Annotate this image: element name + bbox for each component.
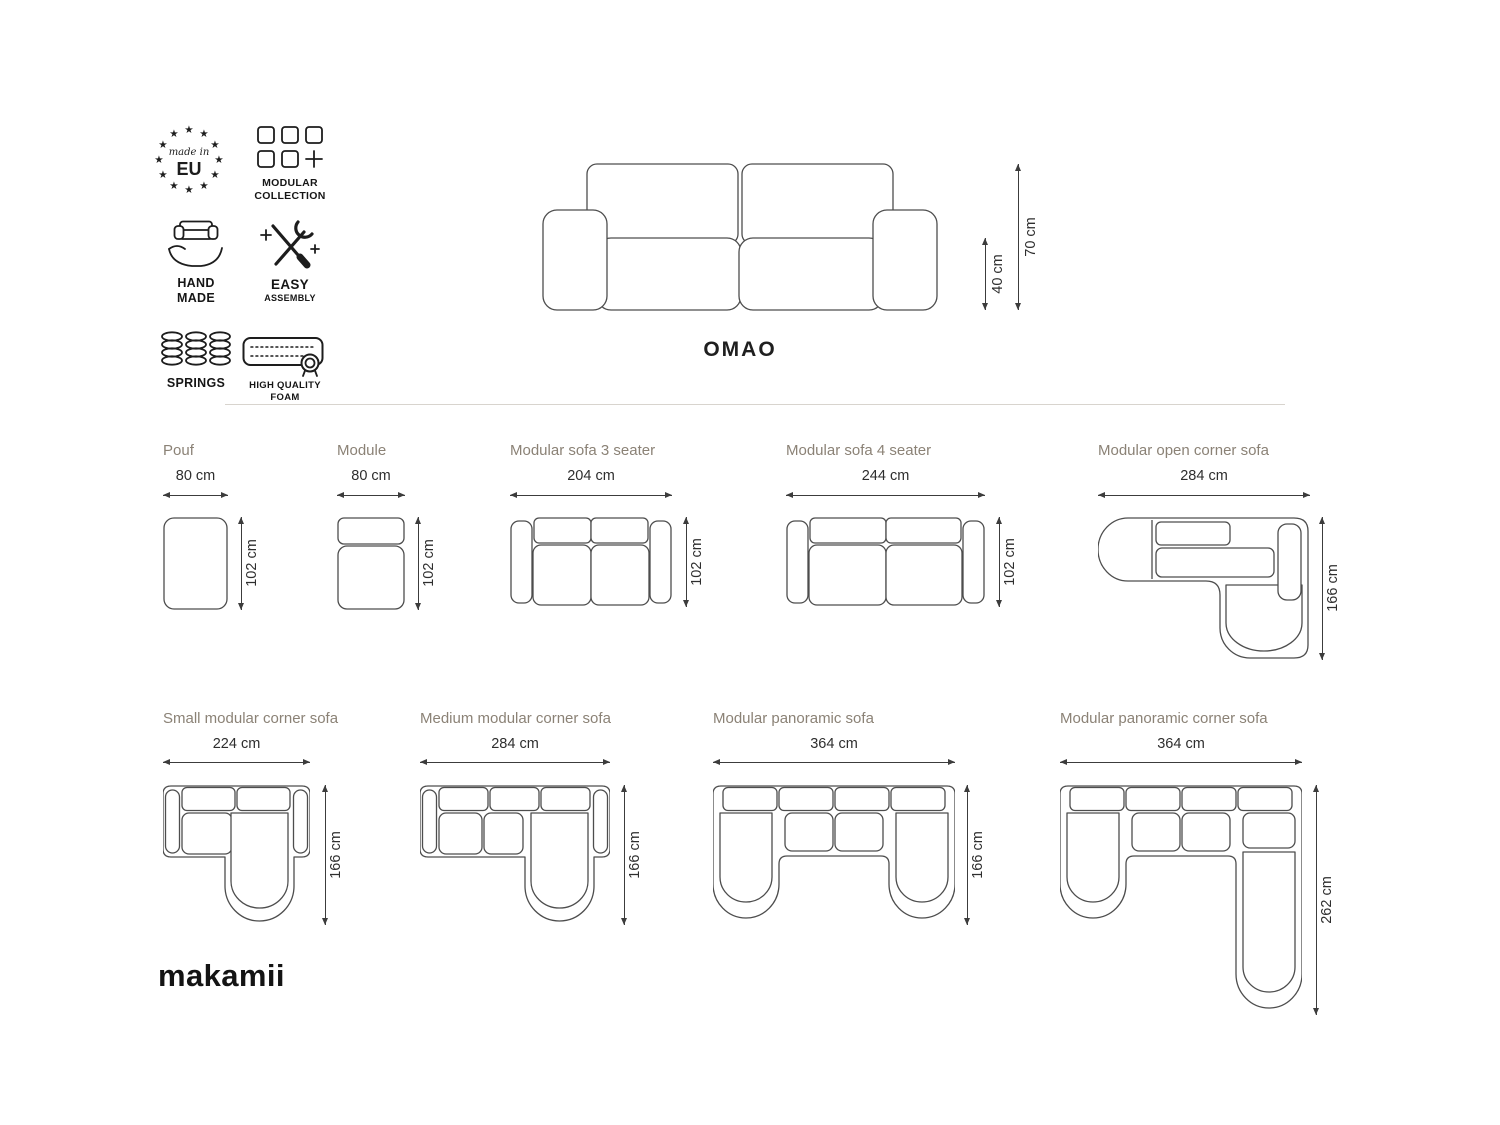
sofa-4-seater-top-view-diagram — [786, 517, 985, 606]
total-height-dimension-label: 70 cm — [1023, 217, 1039, 257]
made-in-eu-badge: ★ ★ ★ ★ ★ ★ ★ ★ ★ ★ ★ ★ made in EU — [150, 120, 230, 200]
modular-collection-badge: MODULAR COLLECTION — [240, 126, 340, 203]
product-name: Pouf — [163, 442, 194, 459]
width-dimension-label: 204 cm — [567, 468, 615, 484]
badge-label: MODULAR — [262, 177, 318, 189]
depth-dimension-label: 102 cm — [244, 539, 260, 587]
badge-label: COLLECTION — [254, 189, 326, 202]
panoramic-sofa-top-view-diagram — [713, 785, 955, 919]
badge-label: FOAM — [270, 391, 300, 403]
high-quality-foam-badge: HIGH QUALITY FOAM — [238, 332, 332, 403]
depth-dimension-arrow — [413, 517, 422, 610]
width-dimension-label: 244 cm — [861, 468, 910, 484]
depth-dimension-arrow — [619, 785, 628, 925]
width-dimension-label: 364 cm — [1157, 736, 1205, 752]
sofa-3-seater-top-view-diagram — [510, 517, 672, 606]
depth-dimension-label: 166 cm — [328, 831, 344, 879]
width-dimension-arrow — [786, 490, 985, 499]
badge-label: HAND — [177, 276, 215, 290]
module-top-view-diagram — [337, 517, 405, 610]
width-dimension-label: 80 cm — [351, 468, 391, 484]
eu-badge-top-text: made in — [169, 147, 210, 158]
width-dimension-label: 284 cm — [491, 736, 539, 752]
depth-dimension-arrow — [994, 517, 1003, 607]
high-quality-foam-icon — [242, 337, 324, 377]
eu-star-icon: ★ — [214, 154, 224, 166]
hand-made-badge: HAND MADE — [156, 220, 236, 307]
eu-star-icon: ★ — [199, 128, 209, 140]
depth-dimension-label: 262 cm — [1319, 876, 1335, 924]
panoramic-corner-sofa-top-view-diagram — [1060, 785, 1302, 1009]
badge-label: EASY — [271, 277, 309, 292]
width-dimension-arrow — [163, 490, 228, 499]
product-name: Modular open corner sofa — [1098, 442, 1269, 459]
width-dimension-arrow — [1098, 490, 1310, 499]
depth-dimension-arrow — [1311, 785, 1320, 1015]
eu-star-icon: ★ — [184, 184, 194, 196]
springs-icon — [161, 331, 231, 366]
pouf-top-view-diagram — [163, 517, 228, 610]
depth-dimension-arrow — [962, 785, 971, 925]
depth-dimension-arrow — [681, 517, 690, 607]
depth-dimension-label: 166 cm — [1325, 564, 1341, 612]
eu-star-icon: ★ — [154, 154, 164, 166]
width-dimension-label: 224 cm — [212, 736, 261, 752]
medium-corner-sofa-top-view-diagram — [420, 785, 610, 922]
seat-height-dimension-label: 40 cm — [990, 254, 1006, 294]
product-name: Module — [337, 442, 387, 459]
depth-dimension-label: 166 cm — [627, 831, 643, 879]
width-dimension-label: 284 cm — [1180, 468, 1228, 484]
small-corner-sofa-top-view-diagram — [163, 785, 310, 922]
eu-badge-main-text: EU — [176, 159, 201, 179]
depth-dimension-arrow — [320, 785, 329, 925]
badge-label: ASSEMBLY — [264, 293, 316, 304]
eu-star-icon: ★ — [210, 169, 220, 181]
badge-label: MADE — [176, 291, 215, 306]
depth-dimension-label: 102 cm — [689, 538, 705, 586]
eu-star-icon: ★ — [158, 139, 168, 151]
eu-star-icon: ★ — [169, 180, 179, 192]
hero-sofa-front-view — [542, 163, 938, 311]
hand-made-icon — [168, 220, 223, 267]
springs-badge: SPRINGS — [156, 330, 236, 391]
product-name: Modular sofa 4 seater — [786, 442, 932, 459]
modular-collection-icon — [257, 126, 323, 168]
depth-dimension-label: 166 cm — [970, 831, 986, 879]
eu-star-icon: ★ — [184, 124, 194, 136]
brand-logo: makamii — [158, 958, 285, 993]
open-corner-sofa-top-view-diagram — [1098, 517, 1309, 659]
easy-assembly-icon — [260, 220, 320, 269]
product-name: Modular panoramic sofa — [713, 710, 874, 727]
width-dimension-arrow — [1060, 757, 1302, 766]
badge-label: SPRINGS — [166, 376, 226, 390]
eu-star-icon: ★ — [210, 139, 220, 151]
width-dimension-arrow — [420, 757, 610, 766]
depth-dimension-label: 102 cm — [421, 539, 437, 587]
product-name: Medium modular corner sofa — [420, 710, 611, 727]
width-dimension-arrow — [337, 490, 405, 499]
product-name: Modular sofa 3 seater — [510, 442, 656, 459]
width-dimension-arrow — [510, 490, 672, 499]
eu-star-icon: ★ — [158, 169, 168, 181]
product-name: Small modular corner sofa — [163, 710, 339, 727]
made-in-eu-icon: ★ ★ ★ ★ ★ ★ ★ ★ ★ ★ ★ ★ made in EU — [154, 124, 224, 196]
eu-star-icon: ★ — [199, 180, 209, 192]
width-dimension-arrow — [713, 757, 955, 766]
badge-label: HIGH QUALITY — [249, 380, 321, 391]
width-dimension-arrow — [163, 757, 310, 766]
width-dimension-label: 80 cm — [175, 468, 216, 484]
depth-dimension-arrow — [236, 517, 245, 610]
width-dimension-label: 364 cm — [810, 736, 858, 752]
collection-title: OMAO — [703, 338, 777, 361]
seat-height-dimension-arrow — [980, 238, 989, 310]
depth-dimension-arrow — [1317, 517, 1326, 660]
total-height-dimension-arrow — [1013, 164, 1022, 310]
eu-star-icon: ★ — [169, 128, 179, 140]
depth-dimension-label: 102 cm — [1002, 538, 1018, 586]
section-divider — [225, 404, 1285, 405]
easy-assembly-badge: EASY ASSEMBLY — [246, 219, 334, 304]
product-name: Modular panoramic corner sofa — [1060, 710, 1268, 727]
